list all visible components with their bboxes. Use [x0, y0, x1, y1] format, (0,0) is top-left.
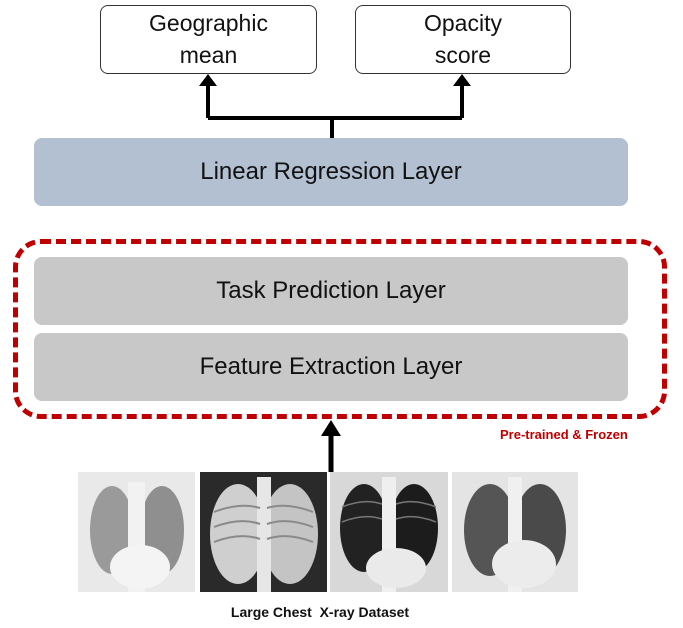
linear-regression-label: Linear Regression Layer	[200, 158, 462, 185]
arrowhead-opacity-score	[453, 74, 471, 86]
opacity-score-label: Opacity score	[424, 10, 502, 68]
task-prediction-layer: Task Prediction Layer	[34, 257, 628, 325]
arrowhead-geographic-mean	[199, 74, 217, 86]
chest-xray-image-3	[330, 472, 448, 592]
feature-extraction-label: Feature Extraction Layer	[199, 353, 463, 380]
chest-xray-image-2	[200, 472, 327, 592]
task-prediction-label: Task Prediction Layer	[216, 277, 446, 304]
feature-extraction-layer: Feature Extraction Layer	[34, 333, 628, 401]
geographic-mean-label: Geographic mean	[149, 10, 268, 68]
frozen-region-border	[13, 239, 667, 419]
arrowhead-input	[321, 420, 341, 436]
geographic-mean-box: Geographic mean	[100, 5, 317, 74]
linear-regression-layer: Linear Regression Layer	[34, 138, 628, 206]
chest-xray-image-4	[452, 472, 578, 592]
frozen-label: Pre-trained & Frozen	[500, 427, 628, 442]
output-connector-line	[206, 84, 464, 138]
dataset-caption: Large Chest X-ray Dataset	[230, 604, 410, 620]
chest-xray-image-1	[78, 472, 195, 592]
opacity-score-box: Opacity score	[355, 5, 571, 74]
